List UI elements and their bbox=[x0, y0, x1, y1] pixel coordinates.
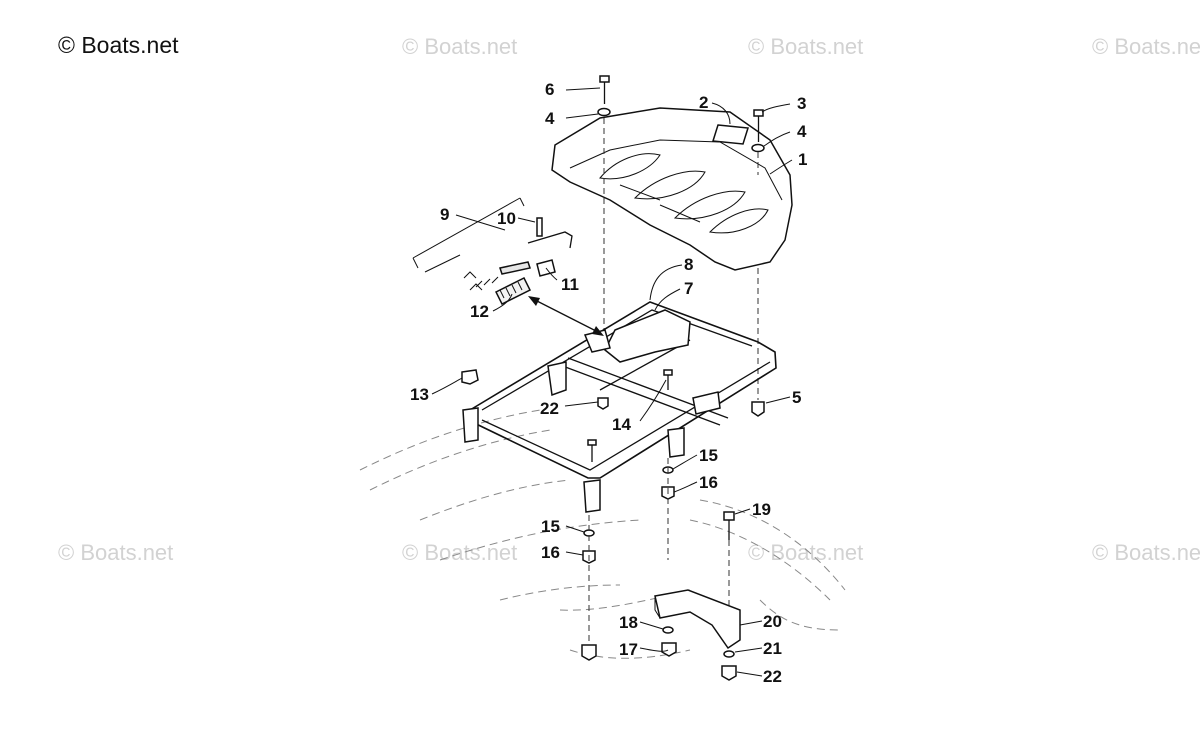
watermark: © Boats.net bbox=[748, 34, 864, 59]
rack-legs bbox=[462, 361, 685, 513]
callout-22: 22 bbox=[763, 667, 782, 686]
watermark: © Boats.net bbox=[402, 34, 518, 59]
callout-15: 15 bbox=[541, 517, 560, 536]
callout-8: 8 bbox=[684, 255, 693, 274]
callout-21: 21 bbox=[763, 639, 782, 658]
callout-16: 16 bbox=[699, 473, 718, 492]
callout-16: 16 bbox=[541, 543, 560, 562]
plug-part bbox=[461, 369, 479, 385]
callout-1: 1 bbox=[798, 150, 807, 169]
watermark-main: © Boats.net bbox=[58, 32, 179, 58]
callout-17: 17 bbox=[619, 640, 638, 659]
assembly-arrow bbox=[528, 296, 604, 336]
rack-bracket-part bbox=[604, 309, 691, 363]
callout-4: 4 bbox=[797, 122, 807, 141]
callout-18: 18 bbox=[619, 613, 638, 632]
callout-2: 2 bbox=[699, 93, 708, 112]
decal-part bbox=[712, 124, 749, 145]
rack-top-part bbox=[551, 107, 793, 271]
watermark: © Boats.net bbox=[402, 540, 518, 565]
callout-5: 5 bbox=[792, 388, 801, 407]
callout-20: 20 bbox=[763, 612, 782, 631]
callout-14: 14 bbox=[612, 415, 631, 434]
watermark: © Boats.net bbox=[748, 540, 864, 565]
watermark: © Boats.net bbox=[1092, 540, 1200, 565]
callout-19: 19 bbox=[752, 500, 771, 519]
fastener-hardware bbox=[581, 369, 737, 681]
latch-hardware bbox=[583, 329, 721, 415]
callout-15: 15 bbox=[699, 446, 718, 465]
latch-assembly bbox=[412, 197, 573, 306]
rack-frame-part bbox=[467, 301, 777, 479]
callout-11: 11 bbox=[561, 275, 579, 294]
callout-12: 12 bbox=[470, 302, 489, 321]
callout-10: 10 bbox=[497, 209, 516, 228]
watermark: © Boats.net bbox=[58, 540, 174, 565]
callout-13: 13 bbox=[410, 385, 429, 404]
callout-4: 4 bbox=[545, 109, 555, 128]
mount-bracket-part bbox=[654, 589, 741, 650]
washer-part bbox=[597, 107, 765, 153]
callout-7: 7 bbox=[684, 279, 693, 298]
callout-9: 9 bbox=[440, 205, 449, 224]
bolt-part bbox=[599, 75, 764, 142]
nut-part bbox=[751, 401, 765, 417]
callout-6: 6 bbox=[545, 80, 554, 99]
callout-3: 3 bbox=[797, 94, 806, 113]
leader-lines bbox=[431, 87, 793, 677]
watermark: © Boats.net bbox=[1092, 34, 1200, 59]
callout-22: 22 bbox=[540, 399, 559, 418]
